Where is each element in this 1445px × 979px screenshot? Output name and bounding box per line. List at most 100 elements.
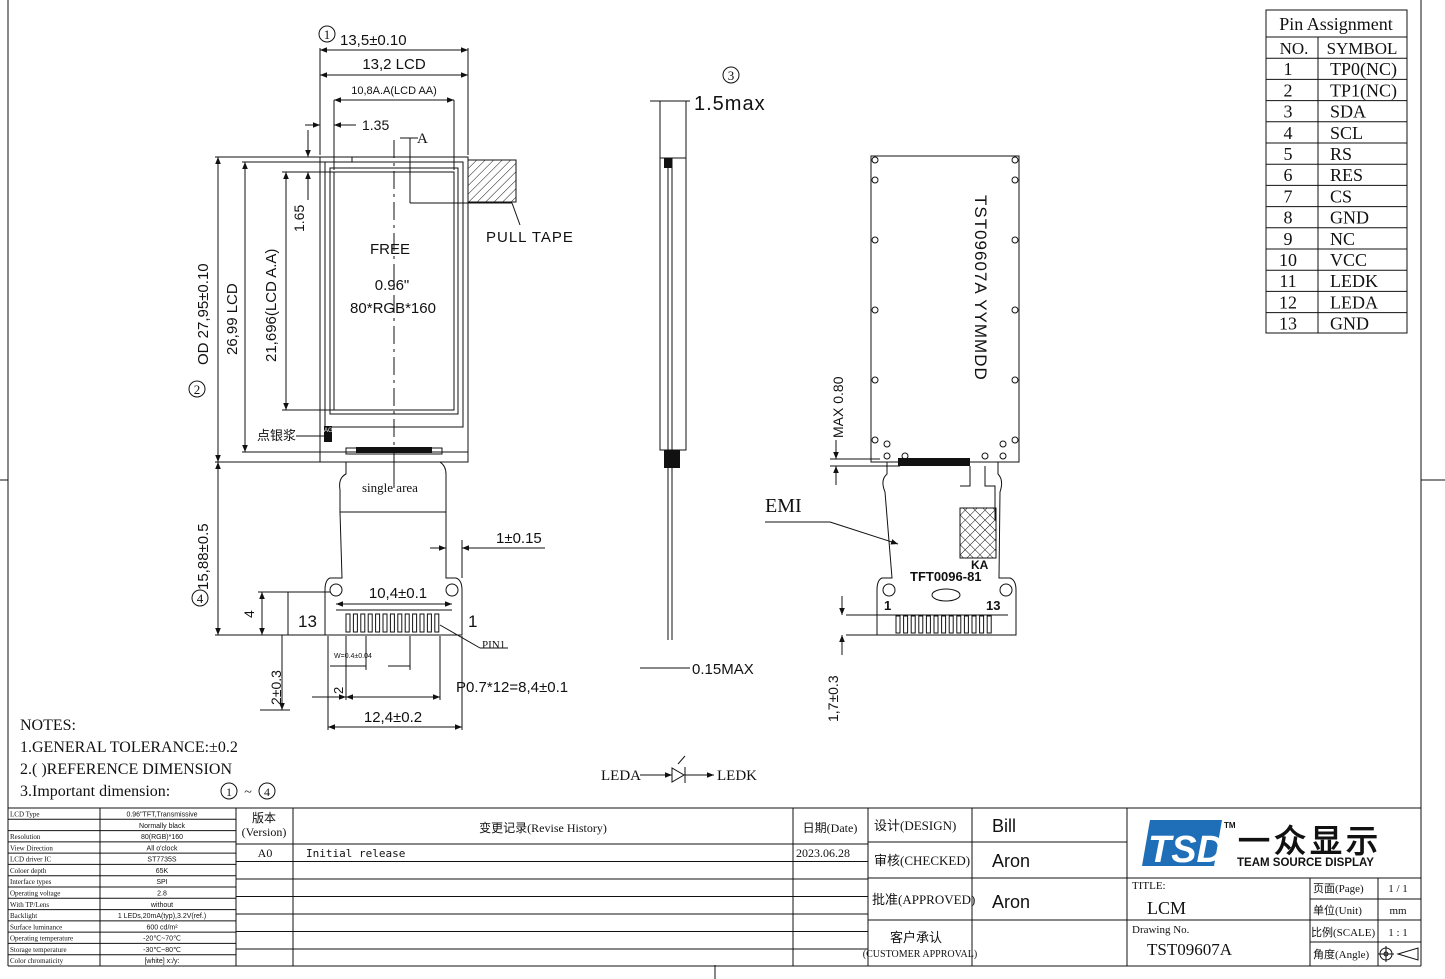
back-pin-13: 13	[986, 598, 1000, 613]
back-fpc-pad	[925, 615, 931, 634]
spec-label: With TP/Lens	[10, 901, 49, 909]
offset-135: 1.35	[362, 117, 389, 133]
pad-width: 10,4±0.1	[369, 585, 427, 602]
pin-symbol: RES	[1330, 165, 1363, 185]
note-sep: ~	[244, 785, 252, 800]
customer-label-en: (CUSTOMER APPROVAL)	[863, 949, 977, 960]
spec-label: Operating temperature	[10, 935, 73, 943]
pin-number: 3	[1284, 102, 1293, 122]
mount-dot	[871, 176, 879, 184]
pin1-label: PIN1	[482, 639, 505, 651]
pin-1: 1	[468, 612, 477, 631]
circle-4: 4	[197, 591, 204, 606]
mount-dot	[871, 376, 879, 384]
spec-label: View Direction	[10, 844, 53, 852]
mount-dot	[871, 236, 879, 244]
drawing-no: TST09607A	[1147, 940, 1233, 959]
pin-number: 13	[1279, 314, 1297, 334]
pin-table-title: Pin Assignment	[1279, 14, 1393, 34]
pin-number: 4	[1284, 123, 1293, 143]
spec-value: 80(RGB)*160	[141, 834, 183, 841]
fpc-pad	[404, 613, 410, 633]
pin-number: 2	[1284, 80, 1293, 100]
mount-dot	[999, 452, 1007, 460]
notes: NOTES: 1.GENERAL TOLERANCE:±0.2 2.( )REF…	[20, 717, 276, 800]
title-label: TITLE:	[1132, 880, 1166, 892]
pin-header-symbol: SYMBOL	[1327, 39, 1398, 58]
mount-dot	[1011, 376, 1019, 384]
spec-label: LCD driver IC	[10, 856, 52, 864]
mount-dot	[883, 452, 891, 460]
history-label: 变更记录(Revise History)	[479, 820, 607, 835]
mount-dot	[999, 440, 1007, 448]
pin-13: 13	[298, 612, 317, 631]
aa-height: 21,696(LCD A.A)	[263, 249, 280, 362]
spec-value: 600 cd/m²	[146, 924, 178, 931]
mount-dot	[871, 156, 879, 164]
mount-dot	[1011, 236, 1019, 244]
dim-2: 2	[331, 687, 346, 694]
pin-number: 9	[1284, 229, 1293, 249]
mount-dot	[871, 306, 879, 314]
back-fpc-pad	[963, 615, 969, 634]
note-circle-1: 1	[226, 785, 232, 799]
front-view: A PULL TAPE FREE 0.96" 80*RGB*160 AG 点银浆…	[188, 25, 574, 730]
spec-value: 0.96"TFT,Transmissive	[126, 812, 197, 819]
spec-value: SPI	[156, 879, 167, 886]
rev-date: 2023.06.28	[796, 846, 850, 860]
pull-tape-label: PULL TAPE	[486, 229, 574, 246]
fpc-pad	[389, 613, 395, 633]
pin-number: 11	[1279, 271, 1296, 291]
back-fpc-pad	[948, 615, 954, 634]
logo-tm: TM	[1224, 821, 1236, 830]
dim-4: 4	[241, 610, 257, 618]
fpc-width: 12,4±0.2	[364, 709, 422, 726]
pin-symbol: GND	[1330, 314, 1369, 334]
spec-value: ST7735S	[147, 857, 177, 864]
pin-symbol: LEDK	[1330, 271, 1378, 291]
date-label: 日期(Date)	[803, 821, 858, 835]
fpc-pad	[360, 613, 366, 633]
ag-label: AG	[324, 428, 333, 434]
side-view: 3 1.5max 0.15MAX	[640, 66, 766, 678]
dim-17: 1,7±0.3	[825, 675, 841, 722]
resolution-label: 80*RGB*160	[350, 300, 436, 317]
pin-symbol: SDA	[1330, 102, 1366, 122]
spec-value: Normally black	[139, 823, 185, 830]
back-fpc-pad	[903, 615, 909, 634]
fpc-pad	[434, 613, 440, 633]
spec-label: Operating voltage	[10, 890, 60, 898]
pitch-dim: P0.7*12=8,4±0.1	[456, 679, 568, 696]
fpc-code: TFT0096-81	[910, 569, 982, 584]
back-marking: TST09607A YYMMDD	[971, 195, 990, 381]
back-fpc-pad	[979, 615, 985, 634]
projection-icon	[1378, 946, 1419, 962]
free-label: FREE	[370, 241, 410, 258]
back-fpc-pad	[941, 615, 947, 634]
dim-23: 2±0.3	[268, 670, 284, 705]
spec-value: without	[150, 902, 173, 909]
lcd-height: 26,99 LCD	[224, 283, 241, 355]
fpc-pad	[426, 613, 432, 633]
company-cn: 一众显示	[1238, 823, 1382, 859]
fpc-pad	[397, 613, 403, 633]
back-fpc-pad	[933, 615, 939, 634]
scale-label: 比例(SCALE)	[1311, 925, 1375, 939]
back-view: TST09607A YYMMDD KA TFT0096-81 1 13 MAX …	[765, 155, 1020, 722]
notes-title: NOTES:	[20, 717, 76, 734]
ledk-label: LEDK	[717, 768, 757, 784]
back-fpc-pad	[971, 615, 977, 634]
single-area-label: single area	[362, 480, 418, 495]
spec-label: Backlight	[10, 912, 37, 920]
led-symbol: LEDA LEDK	[601, 755, 757, 784]
max-15: 1.5max	[694, 93, 766, 115]
logo-text: TSD	[1148, 829, 1224, 871]
fpc-length: 15,88±0.5	[195, 523, 212, 590]
back-fpc-pad	[895, 615, 901, 634]
unit-label: 单位(Unit)	[1313, 903, 1362, 917]
pin-number: 1	[1284, 59, 1293, 79]
approved-name: Aron	[992, 892, 1030, 912]
